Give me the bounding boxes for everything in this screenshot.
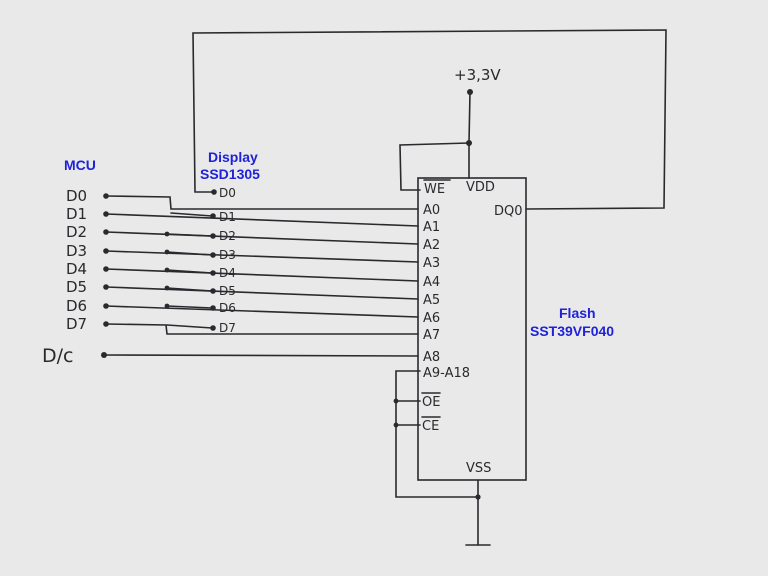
- dq0-loop-wire: [192, 29, 667, 210]
- display-pin-label-5: D5: [219, 284, 236, 298]
- mcu-pin-dot-7: [103, 321, 109, 327]
- flash-pin-a1-label: A1: [423, 220, 440, 235]
- flash-pin-a0-label: A0: [423, 203, 440, 218]
- bus-junction-4: [164, 267, 170, 273]
- flash-pin-dq0-label: DQ0: [494, 204, 523, 219]
- supply-dot: [467, 89, 473, 95]
- display-tap-6: [166, 305, 213, 309]
- display-tap-wires: [166, 212, 213, 329]
- mcu-pin-dot-4: [103, 266, 109, 272]
- display-pin-label-0: D0: [219, 186, 236, 200]
- display-pin-label-4: D4: [219, 266, 236, 280]
- display-label: Display: [208, 149, 258, 165]
- display-tap-4: [166, 269, 213, 274]
- display-pin-label-2: D2: [219, 229, 236, 243]
- flash-pin-labels: WE VDD DQ0 A0 A1 A2 A3 A4 A5 A6 A7 A8 A9…: [421, 179, 523, 476]
- flash-pin-ce-label: CE: [422, 419, 439, 434]
- flash-pin-a2-label: A2: [423, 238, 440, 253]
- display-pin-dot-2: [210, 233, 216, 239]
- display-tap-2: [166, 233, 213, 237]
- display-pin-dot-0: [211, 189, 217, 195]
- mcu-pin-label-4: D4: [66, 260, 87, 278]
- ground-bus-wire: [395, 370, 479, 498]
- data-bus-wires: [105, 195, 419, 335]
- display-pin-dot-4: [210, 270, 216, 276]
- flash-pin-a4-label: A4: [423, 275, 440, 290]
- bus-line-2: [105, 231, 419, 245]
- supply-label: +3,3V: [454, 66, 501, 84]
- mcu-pin-label-5: D5: [66, 278, 87, 296]
- mcu-pin-label-6: D6: [66, 297, 87, 315]
- display-pin-dot-3: [210, 252, 216, 258]
- mcu-pin-label-3: D3: [66, 242, 87, 260]
- flash-pin-oe-label: OE: [422, 395, 440, 410]
- flash-pin-vss-label: VSS: [466, 461, 491, 476]
- ce-junction-dot: [393, 422, 399, 428]
- display-tap-3: [166, 251, 213, 256]
- display-pin-dot-5: [210, 288, 216, 294]
- oe-junction-dot: [393, 398, 399, 404]
- bus-line-6: [105, 305, 419, 318]
- display-pin-labels: D0 D1 D2 D3 D4 D5 D6 D7: [219, 186, 236, 335]
- display-tap-5: [166, 287, 213, 292]
- flash-model-label: SST39VF040: [530, 323, 614, 339]
- bus-line-7: [105, 323, 419, 335]
- mcu-pin-label-2: D2: [66, 223, 87, 241]
- display-pin-dot-7: [210, 325, 216, 331]
- display-pin-dots: [210, 189, 217, 331]
- bus-junction-3: [164, 249, 170, 255]
- mcu-pin-dot-3: [103, 248, 109, 254]
- mcu-pin-label-7: D7: [66, 315, 87, 333]
- display-tap-7: [166, 324, 213, 329]
- flash-pin-a9-a18-label: A9-A18: [423, 366, 470, 381]
- bus-junction-5: [164, 285, 170, 291]
- display-tap-1: [170, 212, 213, 217]
- bus-junction-dots: [164, 231, 170, 309]
- bus-line-0: [105, 195, 419, 210]
- mcu-pin-dot-5: [103, 284, 109, 290]
- flash-pin-a6-label: A6: [423, 311, 440, 326]
- dc-pin-dot: [101, 352, 107, 358]
- display-pin-dot-1: [210, 213, 216, 219]
- we-pullup-wire: [399, 142, 470, 191]
- flash-chip-body: [417, 177, 527, 481]
- flash-pin-a7-label: A7: [423, 328, 440, 343]
- flash-pin-we-label: WE: [424, 182, 445, 197]
- bus-line-3: [105, 250, 419, 263]
- mcu-pin-labels: D0 D1 D2 D3 D4 D5 D6 D7: [66, 187, 87, 333]
- bus-line-4: [105, 268, 419, 282]
- mcu-pin-dot-2: [103, 229, 109, 235]
- mcu-pin-dot-0: [103, 193, 109, 199]
- dc-label: D/c: [42, 345, 73, 367]
- vss-junction-dot: [475, 494, 481, 500]
- mcu-pin-dot-6: [103, 303, 109, 309]
- display-model-label: SSD1305: [200, 166, 260, 182]
- mcu-pin-label-0: D0: [66, 187, 87, 205]
- display-pin-label-6: D6: [219, 301, 236, 315]
- display-pin-label-3: D3: [219, 248, 236, 262]
- flash-label: Flash: [559, 305, 596, 321]
- mcu-label: MCU: [64, 157, 96, 173]
- dc-wire: [103, 354, 419, 357]
- bus-junction-2: [164, 231, 170, 237]
- supply-wire: [468, 91, 471, 144]
- flash-pin-vdd-label: VDD: [466, 180, 495, 195]
- bus-line-1: [105, 213, 419, 227]
- bus-junction-6: [164, 303, 170, 309]
- mcu-pin-label-1: D1: [66, 205, 87, 223]
- flash-pin-a8-label: A8: [423, 350, 440, 365]
- display-pin-dot-6: [210, 305, 216, 311]
- mcu-pin-dot-1: [103, 211, 109, 217]
- bus-line-5: [105, 286, 419, 300]
- display-pin-label-7: D7: [219, 321, 236, 335]
- flash-pin-a3-label: A3: [423, 256, 440, 271]
- flash-pin-a5-label: A5: [423, 293, 440, 308]
- mcu-pin-dots: [103, 193, 109, 327]
- display-pin-label-1: D1: [219, 210, 236, 224]
